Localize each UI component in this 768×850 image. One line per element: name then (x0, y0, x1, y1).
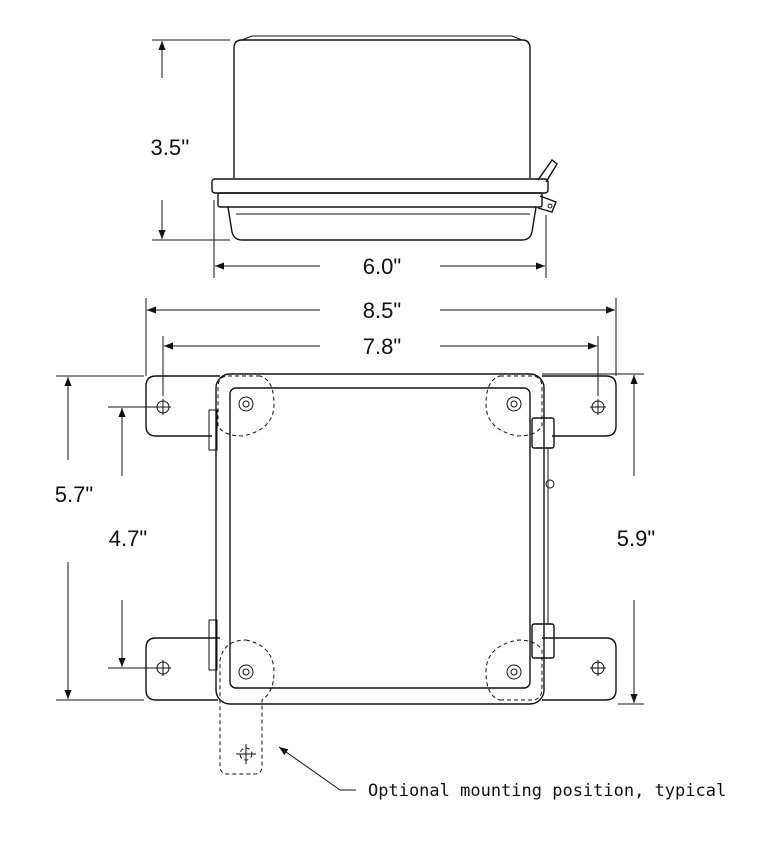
optional-mounting-callout: Optional mounting position, typical (278, 746, 726, 801)
height-dimension: 3.5'' (151, 39, 230, 241)
mounting-hole (155, 660, 171, 676)
depth-dimension: 6.0" (213, 200, 547, 279)
overall-width-dimension: 8.5" (145, 298, 617, 376)
mounting-tabs (145, 375, 617, 701)
overall-height-left-dimension: 5.7" (55, 375, 144, 701)
overall-height-right-dimension: 5.9" (542, 373, 655, 705)
height-label: 3.5'' (151, 135, 190, 160)
overall-height-right-label: 5.9" (617, 526, 655, 551)
optional-mounting-note: Optional mounting position, typical (368, 781, 726, 801)
hole-width-label: 7.8" (363, 334, 401, 359)
overall-height-left-label: 5.7" (55, 482, 93, 507)
overall-width-label: 8.5" (363, 298, 401, 323)
hole-height-label: 4.7" (109, 526, 147, 551)
side-view (211, 35, 558, 241)
mounting-hole (590, 660, 606, 676)
hole-height-dimension: 4.7" (108, 406, 156, 669)
hole-width-dimension: 7.8" (162, 334, 599, 396)
mounting-hole (155, 399, 171, 415)
depth-label: 6.0" (363, 254, 401, 279)
enclosure-top-view (208, 373, 555, 775)
mounting-hole (590, 399, 606, 415)
